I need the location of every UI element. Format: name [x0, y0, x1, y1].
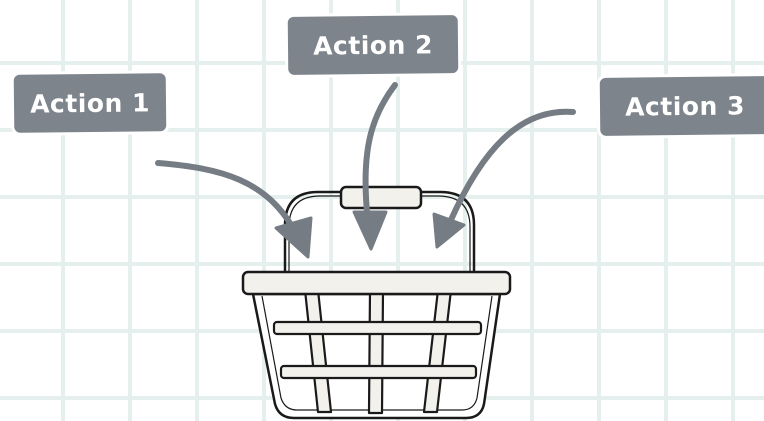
action-3-text: Action 3 [625, 93, 745, 119]
arrow-action-2-head [354, 212, 386, 249]
basket-handle-grip [341, 187, 421, 208]
arrow-action-1-head [276, 218, 311, 257]
arrow-action-3-head [434, 214, 464, 247]
basket-slat-middle [369, 290, 383, 413]
arrow-action-1 [158, 163, 295, 232]
basket-rim [243, 272, 510, 294]
basket-band-lower [281, 366, 476, 378]
action-2-text: Action 2 [313, 32, 433, 58]
action-2-label: Action 2 [288, 15, 459, 75]
action-1-text: Action 1 [30, 90, 150, 116]
action-3-label: Action 3 [600, 76, 764, 136]
action-1-label: Action 1 [14, 73, 167, 133]
basket-band-upper [274, 322, 481, 334]
